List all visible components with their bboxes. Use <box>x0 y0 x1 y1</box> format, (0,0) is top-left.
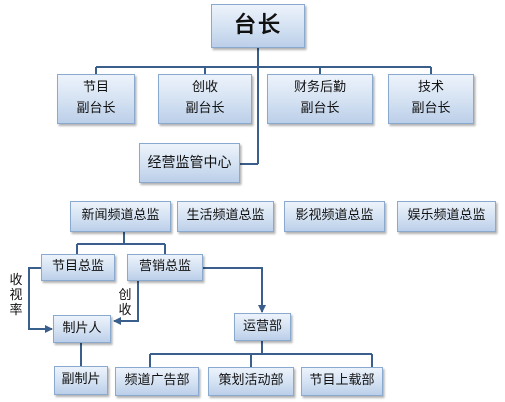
news-director-node[interactable]: 新闻频道总监 <box>70 201 171 232</box>
vp-finance-node[interactable]: 财务后勤 副台长 <box>267 74 373 124</box>
vp-tech-line1: 技术 <box>417 80 444 96</box>
vp-finance-line1: 财务后勤 <box>293 80 346 96</box>
vp-revenue-line2: 副台长 <box>185 101 225 116</box>
marketing-director-label: 营销总监 <box>138 259 191 275</box>
director-node[interactable]: 台长 <box>211 4 305 48</box>
ops-center-label: 经营监管中心 <box>147 154 232 171</box>
events-dept-node[interactable]: 策划活动部 <box>208 367 294 396</box>
operations-label: 运营部 <box>242 318 282 334</box>
life-director-node[interactable]: 生活频道总监 <box>177 201 274 232</box>
news-director-label: 新闻频道总监 <box>81 208 160 224</box>
ratings-label: 收视率 <box>9 273 23 318</box>
operations-node[interactable]: 运营部 <box>234 313 291 341</box>
film-director-label: 影视频道总监 <box>295 208 374 224</box>
upload-dept-node[interactable]: 节目上载部 <box>301 367 383 396</box>
arrow-ratings <box>28 267 53 333</box>
events-dept-label: 策划活动部 <box>218 373 284 389</box>
vp-revenue-line1: 创收 <box>191 80 218 96</box>
assoc-producer-label: 副制片 <box>61 372 101 388</box>
vp-finance-line2: 副台长 <box>300 101 340 116</box>
upload-dept-label: 节目上载部 <box>309 373 375 389</box>
arrow-revenue <box>113 281 139 325</box>
ad-dept-node[interactable]: 频道广告部 <box>115 367 199 396</box>
vp-tech-line2: 副台长 <box>411 101 451 116</box>
program-director-label: 节目总监 <box>51 259 104 275</box>
revenue-label: 创收 <box>118 288 132 318</box>
marketing-director-node[interactable]: 营销总监 <box>127 254 203 281</box>
producer-label: 制片人 <box>62 320 102 336</box>
life-director-label: 生活频道总监 <box>186 208 265 224</box>
entertainment-director-node[interactable]: 娱乐频道总监 <box>397 201 496 232</box>
entertainment-director-label: 娱乐频道总监 <box>407 208 486 224</box>
producer-node[interactable]: 制片人 <box>53 315 111 343</box>
vp-tech-node[interactable]: 技术 副台长 <box>388 74 474 124</box>
ad-dept-label: 频道广告部 <box>124 373 190 389</box>
program-director-node[interactable]: 节目总监 <box>41 254 115 281</box>
ops-center-node[interactable]: 经营监管中心 <box>139 143 240 183</box>
arrow-marketing-operations <box>203 267 266 313</box>
vp-program-line2: 副台长 <box>76 101 116 116</box>
film-director-node[interactable]: 影视频道总监 <box>284 201 385 232</box>
director-label: 台长 <box>233 13 282 39</box>
vp-program-line1: 节目 <box>82 80 109 96</box>
assoc-producer-node[interactable]: 副制片 <box>54 366 108 395</box>
vp-program-node[interactable]: 节目 副台长 <box>57 74 135 124</box>
vp-revenue-node[interactable]: 创收 副台长 <box>158 74 252 124</box>
